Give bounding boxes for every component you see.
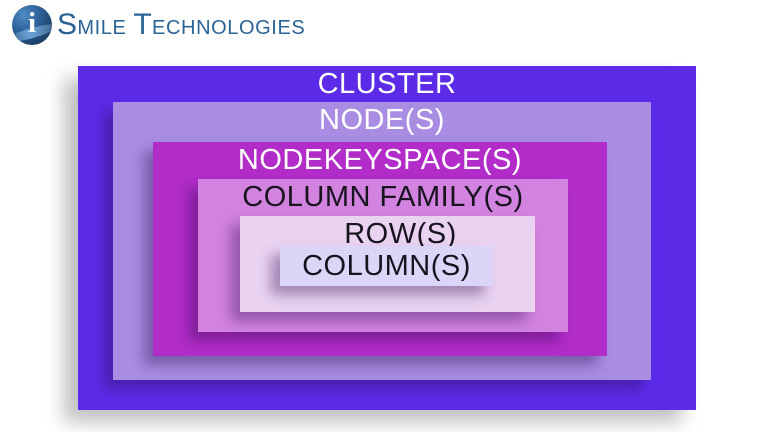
layer-label-columns: COLUMN(S) bbox=[302, 250, 471, 282]
layer-label-nodekeyspaces: NODEKEYSPACE(S) bbox=[237, 144, 523, 176]
logo-word1-initial: S bbox=[57, 8, 78, 41]
ismile-logo: i SMILE TECHNOLOGIES bbox=[12, 5, 305, 45]
layer-label-column-families: COLUMN FAMILY(S) bbox=[242, 181, 524, 213]
logo-text: SMILE TECHNOLOGIES bbox=[57, 8, 305, 42]
layer-label-cluster: CLUSTER bbox=[317, 68, 457, 100]
layer-label-rows: ROW(S) bbox=[344, 218, 457, 250]
diagram-box-columns: COLUMN(S) bbox=[280, 246, 493, 286]
logo-word2-initial: T bbox=[133, 8, 153, 41]
layer-label-nodes: NODE(S) bbox=[319, 104, 445, 136]
logo-word2-rest: ECHNOLOGIES bbox=[152, 17, 306, 39]
ismile-logo-icon: i bbox=[12, 5, 52, 45]
logo-word1-rest: MILE bbox=[77, 17, 127, 39]
logo-i-letter: i bbox=[27, 7, 37, 39]
